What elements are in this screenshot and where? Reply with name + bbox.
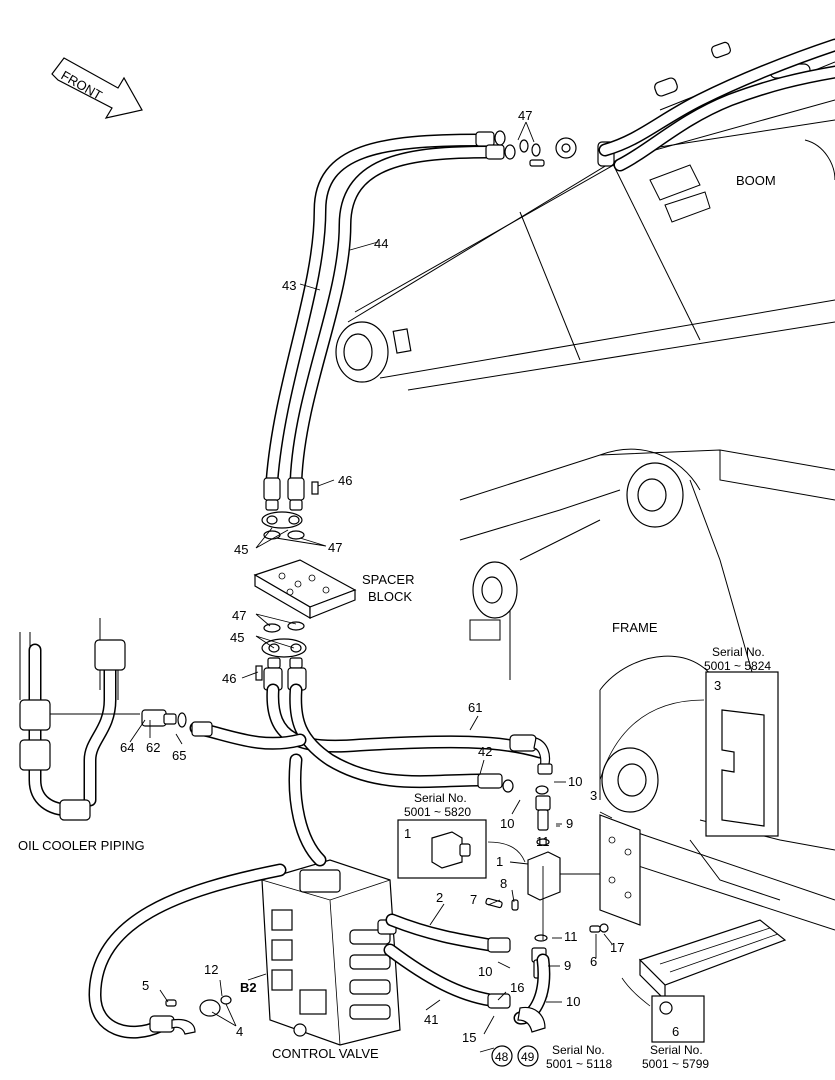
callout-10-b: 10	[500, 816, 514, 831]
callout-10-a: 10	[568, 774, 582, 789]
spacer-block	[253, 559, 357, 620]
serial-4-leader	[621, 977, 651, 1007]
callout-10-d: 10	[566, 994, 580, 1009]
svg-text:48: 48	[495, 1050, 509, 1064]
serial-3-range: 5001 ~ 5118	[546, 1057, 613, 1071]
callout-46-top: 46	[338, 473, 352, 488]
serial-4-range: 5001 ~ 5799	[642, 1057, 709, 1071]
callout-44: 44	[374, 236, 388, 251]
callout-15: 15	[462, 1030, 476, 1045]
plate-3	[599, 814, 641, 926]
oil-cooler-label: OIL COOLER PIPING	[18, 838, 145, 853]
front-arrow-icon	[51, 57, 143, 119]
callout-11-b: 11	[564, 929, 578, 944]
callout-47-top: 47	[518, 108, 532, 123]
callout-3-box: 3	[714, 678, 721, 693]
callout-45-low: 45	[230, 630, 244, 645]
serial-1-leader	[599, 699, 705, 781]
callout-42: 42	[478, 744, 492, 759]
callout-8: 8	[500, 876, 507, 891]
callout-9-b: 9	[564, 958, 571, 973]
callout-41: 41	[424, 1012, 438, 1027]
callout-10-c: 10	[478, 964, 492, 979]
frame-label: FRAME	[612, 620, 658, 635]
callout-16: 16	[510, 980, 524, 995]
callout-9-a: 9	[566, 816, 573, 831]
callout-46-low: 46	[222, 671, 236, 686]
serial-1-title: Serial No.	[712, 645, 765, 659]
callout-1-box: 1	[404, 826, 411, 841]
circled-49: 49	[517, 1045, 539, 1067]
callout-47-mid: 47	[328, 540, 342, 555]
callout-4: 4	[236, 1024, 243, 1039]
serial-box-4	[651, 995, 705, 1043]
spacer-lower-flanges	[255, 621, 307, 691]
callout-45-top: 45	[234, 542, 248, 557]
callout-6: 6	[590, 954, 597, 969]
control-valve	[261, 859, 401, 1046]
callout-62: 62	[146, 740, 160, 755]
hose-lower-fittings	[261, 477, 319, 540]
oil-cooler-piping	[19, 618, 140, 821]
svg-text:49: 49	[521, 1050, 535, 1064]
callout-61: 61	[468, 700, 482, 715]
callout-12: 12	[204, 962, 218, 977]
callout-65: 65	[172, 748, 186, 763]
hose-42-fitting	[477, 773, 514, 793]
hose-upper-fittings	[475, 130, 545, 167]
callout-11-a: 11	[536, 834, 550, 849]
callout-47-low: 47	[232, 608, 246, 623]
bolt-6	[589, 923, 609, 933]
callout-1-main: 1	[496, 854, 503, 869]
callout-17: 17	[610, 940, 624, 955]
callout-5: 5	[142, 978, 149, 993]
serial-2-title: Serial No.	[414, 791, 467, 805]
callout-43: 43	[282, 278, 296, 293]
serial-4-title: Serial No.	[650, 1043, 703, 1057]
serial-box-1	[705, 671, 779, 837]
callout-3-main: 3	[590, 788, 597, 803]
leader-lines	[129, 121, 613, 1053]
callout-64: 64	[120, 740, 134, 755]
boom-label: BOOM	[736, 173, 776, 188]
callout-2: 2	[436, 890, 443, 905]
hose-61-fitting	[509, 734, 553, 775]
serial-box-2	[397, 819, 487, 879]
spacer-block-label-1: SPACER	[362, 572, 415, 587]
serial-3-title: Serial No.	[552, 1043, 605, 1057]
callout-6-box: 6	[672, 1024, 679, 1039]
circled-48: 48	[491, 1045, 513, 1067]
serial-2-leader	[487, 841, 526, 863]
callout-b2: B2	[240, 980, 257, 995]
control-valve-fittings	[149, 937, 546, 1035]
control-valve-label: CONTROL VALVE	[272, 1046, 379, 1061]
spacer-block-label-2: BLOCK	[368, 589, 412, 604]
oil-cooler-fittings	[141, 709, 213, 737]
callout-7: 7	[470, 892, 477, 907]
serial-1-range: 5001 ~ 5824	[704, 659, 771, 673]
serial-2-range: 5001 ~ 5820	[404, 805, 471, 819]
frame-structure	[459, 448, 835, 1002]
